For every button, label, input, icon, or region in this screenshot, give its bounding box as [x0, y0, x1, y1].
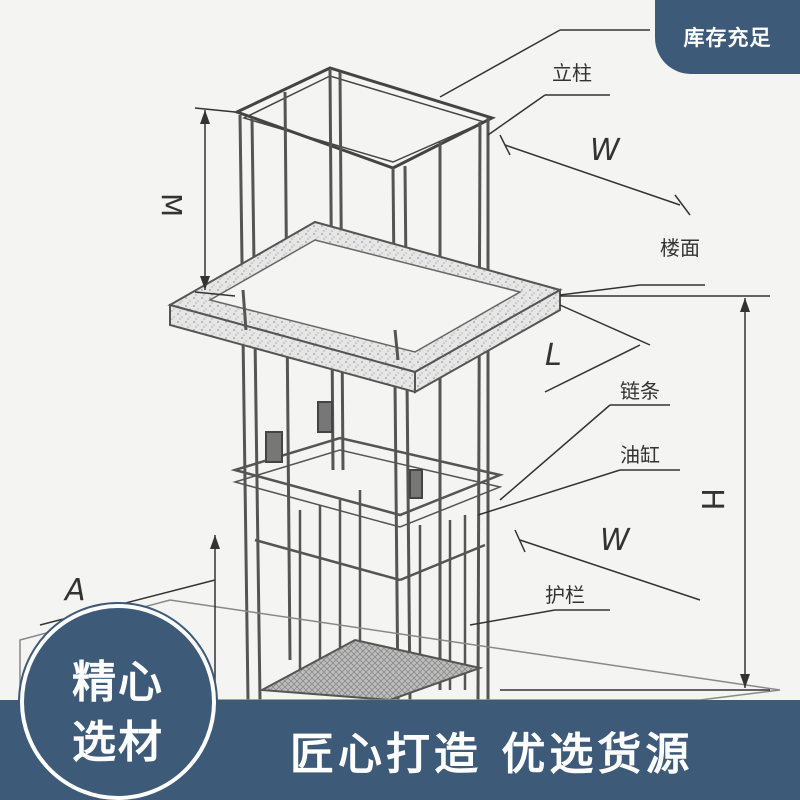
car-floor: [258, 638, 484, 702]
material-badge-line1: 精心: [72, 657, 164, 708]
label-dim-m: M: [155, 193, 188, 217]
label-floor: 楼面: [660, 236, 700, 260]
label-chain: 链条: [620, 379, 660, 403]
car-cage: [230, 436, 505, 690]
material-badge-line2: 选材: [72, 717, 164, 768]
label-guardrail: 护栏: [545, 583, 585, 607]
label-dim-l: L: [545, 338, 562, 373]
top-frame: [233, 66, 496, 170]
stock-badge-text: 库存充足: [683, 26, 772, 50]
banner-slogan: 匠心打造 优选货源: [290, 729, 694, 780]
label-column: 立柱: [552, 61, 592, 85]
stock-badge: 库存充足: [655, 0, 800, 74]
chain-pulleys: [265, 401, 423, 499]
label-dim-w-top: W: [590, 133, 621, 168]
label-dim-a: A: [63, 573, 86, 608]
label-dim-h: H: [694, 488, 729, 511]
label-cylinder: 油缸: [620, 443, 660, 467]
floor-slab: [167, 220, 563, 394]
material-badge: 精心 选材: [20, 604, 216, 800]
label-dim-w-bottom: W: [600, 523, 631, 558]
